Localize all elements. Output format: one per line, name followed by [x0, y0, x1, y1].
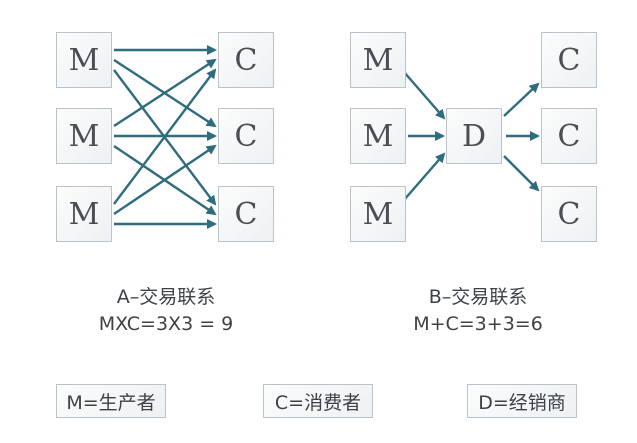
legend-distributor: D=经销商: [467, 384, 577, 418]
diagram-b-caption: B–交易联系 M+C=3+3=6: [378, 284, 578, 338]
diagram-a-arrow-3-to-1: [113, 68, 217, 205]
diagram-b-title: B–交易联系: [428, 286, 528, 308]
diagram-a-caption: A–交易联系 MXC=3X3 = 9: [66, 284, 266, 338]
diagram-a-consumer-2: C: [218, 108, 274, 164]
diagram-a-formula: MXC=3X3 = 9: [98, 313, 234, 335]
diagram-b-arrow-producer-3-to-distributor: [403, 152, 446, 201]
diagram-a-producer-1: M: [56, 32, 112, 88]
diagram-a-consumer-3: C: [218, 186, 274, 242]
legend-producer: M=生产者: [56, 384, 166, 418]
diagram-a-producer-2: M: [56, 108, 112, 164]
diagram-a-title: A–交易联系: [116, 286, 216, 308]
diagram-b-arrow-distributor-to-consumer-3: [503, 155, 540, 192]
diagram-b-consumer-3: C: [541, 186, 597, 242]
diagram-a-arrow-2-to-1: [113, 58, 217, 128]
diagram-a-consumer-1: C: [218, 32, 274, 88]
diagram-b-arrow-producer-1-to-distributor: [403, 71, 446, 120]
diagram-b-producer-1: M: [350, 32, 406, 88]
diagram-b-consumer-1: C: [541, 32, 597, 88]
diagram-b-distributor: D: [446, 108, 502, 164]
diagram-a-arrow-3-to-2: [113, 144, 217, 215]
legend-consumer: C=消费者: [263, 384, 373, 418]
diagram-b-producer-3: M: [350, 186, 406, 242]
diagram-b-formula: M+C=3+3=6: [413, 313, 543, 335]
diagram-b-consumer-2: C: [541, 108, 597, 164]
diagram-b-arrow-distributor-to-consumer-1: [503, 82, 540, 117]
diagram-b-producer-2: M: [350, 108, 406, 164]
connection-arrows: [113, 45, 540, 229]
diagram-a-producer-3: M: [56, 186, 112, 242]
